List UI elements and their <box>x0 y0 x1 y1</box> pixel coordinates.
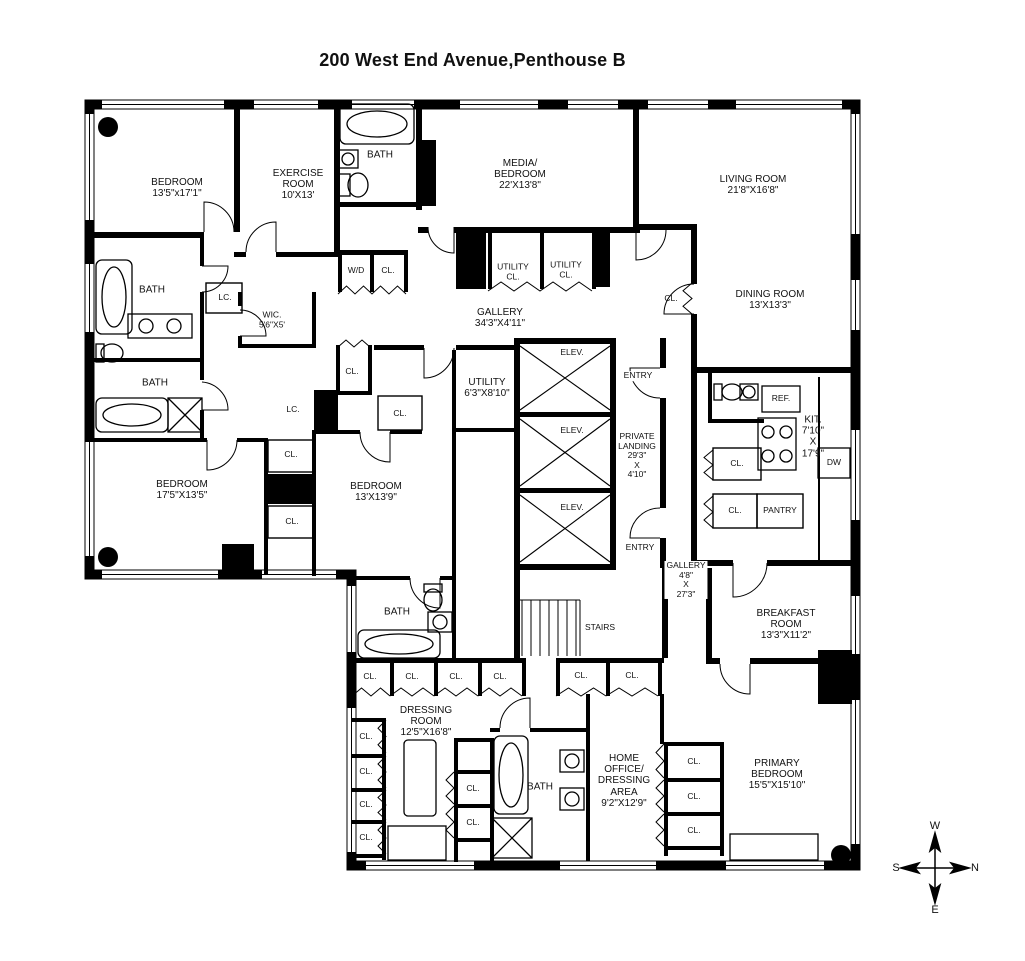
label-media-bedroom: MEDIA/ BEDROOM 22'X13'8" <box>494 158 546 192</box>
closet-boxes <box>205 282 804 539</box>
label-stairs: STAIRS <box>582 622 618 633</box>
label-bedroom-left: BEDROOM 17'5"X13'5" <box>156 478 208 501</box>
structural-columns <box>98 117 851 865</box>
label-closet-dining: CL. <box>664 293 678 304</box>
fixtures <box>95 103 851 861</box>
label-closet-hall: CL. <box>393 408 407 419</box>
label-exercise-room: EXERCISE ROOM 10'X13' <box>272 168 324 202</box>
label-closet-dressing-1: CL. <box>359 731 373 742</box>
label-bath-bottom: BATH <box>527 781 553 793</box>
label-closet-home-3: CL. <box>687 825 701 836</box>
label-closet-row-1: CL. <box>363 671 377 682</box>
label-closet-between-1: CL. <box>284 449 298 460</box>
label-bedroom-top-left: BEDROOM 13'5"x17'1" <box>151 176 203 199</box>
closet-doors <box>337 281 714 855</box>
label-closet: CL. <box>381 265 395 276</box>
label-closet-kitchen-1: CL. <box>730 458 744 469</box>
compass-north: N <box>971 862 979 874</box>
label-utility-closet-1: UTILITY CL. <box>497 261 529 281</box>
label-closet-row-5: CL. <box>574 670 588 681</box>
label-linen-closet-1: LC. <box>216 292 234 303</box>
label-elevator-2: ELEV. <box>558 425 586 436</box>
label-living-room: LIVING ROOM 21'8"X16'8" <box>719 173 787 196</box>
label-entry-bottom: ENTRY <box>623 542 657 553</box>
label-primary-bedroom: PRIMARY BEDROOM 15'5"X15'10" <box>748 758 806 792</box>
label-kitchen: KIT. 7'10" X 17'9" <box>801 414 825 460</box>
label-closet-home-1: CL. <box>687 756 701 767</box>
compass-rose <box>898 830 972 906</box>
elevator-shafts <box>519 345 611 563</box>
label-closet-row-2: CL. <box>405 671 419 682</box>
wall-poche <box>222 140 852 704</box>
label-breakfast-room: BREAKFAST ROOM 13'3"X11'2" <box>756 608 816 642</box>
compass-south: S <box>892 862 900 874</box>
label-elevator-1: ELEV. <box>558 347 586 358</box>
compass-west: W <box>929 820 941 832</box>
door-swings <box>201 201 768 729</box>
label-pantry: PANTRY <box>763 505 797 516</box>
label-utility-room: UTILITY 6'3"X8'10" <box>464 376 510 399</box>
label-dressing-room: DRESSING ROOM 12'5"X16'8" <box>399 705 453 739</box>
label-closet-dressing-4: CL. <box>359 832 373 843</box>
label-bath-left: BATH <box>142 377 168 389</box>
label-closet-row-3: CL. <box>449 671 463 682</box>
plan-title: 200 West End Avenue,Penthouse B <box>319 50 626 70</box>
label-utility-closet-2: UTILITY CL. <box>550 259 582 279</box>
label-refrigerator: REF. <box>769 393 793 404</box>
label-wic: WIC. 5'6"X5' <box>258 309 286 329</box>
label-closet-dressing-3: CL. <box>359 799 373 810</box>
label-gallery: GALLERY 34'3"X4'11" <box>474 306 526 329</box>
label-closet-row-4: CL. <box>493 671 507 682</box>
label-closet-dressing-east-1: CL. <box>466 783 480 794</box>
label-private-landing: PRIVATE LANDING 29'3" X 4'10" <box>616 431 658 480</box>
label-bedroom-middle: BEDROOM 13'X13'9" <box>350 480 402 503</box>
label-dining-room: DINING ROOM 13'X13'3" <box>735 288 805 311</box>
label-closet-gallery: CL. <box>345 366 359 377</box>
stair-treads <box>516 599 581 656</box>
label-washer-dryer: W/D <box>347 265 365 276</box>
label-bath-middle: BATH <box>384 606 410 618</box>
label-home-office: HOME OFFICE/ DRESSING AREA 9'2"X12'9" <box>597 753 651 809</box>
compass-east: E <box>931 904 939 916</box>
label-closet-kitchen-2: CL. <box>728 505 742 516</box>
label-dishwasher: DW <box>824 457 844 468</box>
label-elevator-3: ELEV. <box>558 502 586 513</box>
label-closet-between-2: CL. <box>285 516 299 527</box>
label-bath-upper-left: BATH <box>139 284 165 296</box>
label-bath-top: BATH <box>367 149 393 161</box>
label-linen-closet-2: LC. <box>284 404 302 415</box>
label-entry-top: ENTRY <box>621 370 655 381</box>
label-closet-home-2: CL. <box>687 791 701 802</box>
label-closet-dressing-2: CL. <box>359 766 373 777</box>
label-gallery-east: GALLERY 4'8" X 27'3" <box>664 559 708 600</box>
label-closet-row-6: CL. <box>625 670 639 681</box>
label-closet-dressing-east-2: CL. <box>466 817 480 828</box>
